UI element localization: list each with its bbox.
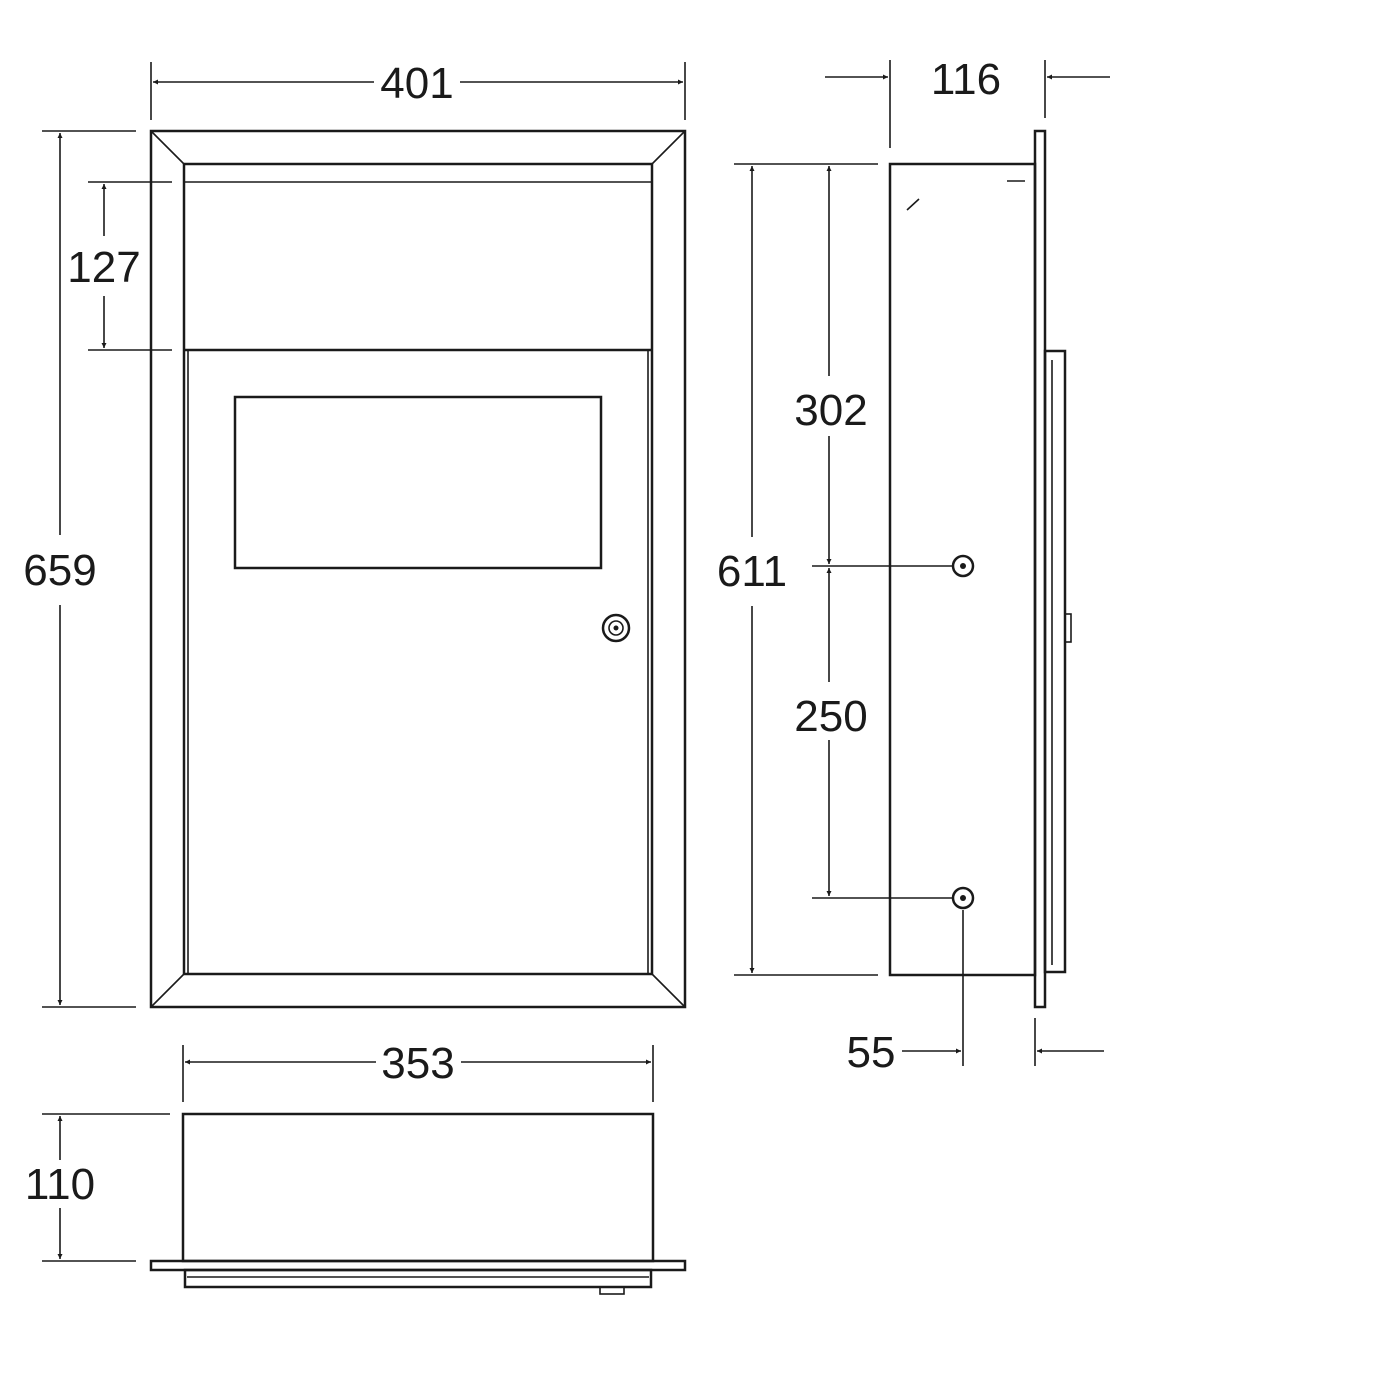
frame-bevel-bl: [150, 973, 185, 1008]
dim-label-659: 659: [23, 546, 96, 595]
dim-bottom-depth: 110: [25, 1113, 170, 1262]
front-outer-frame: [149, 129, 687, 1009]
mounting-hole-lower-icon: [951, 886, 975, 910]
bottom-view: 353 110: [25, 1039, 687, 1295]
dim-side-depth: 116: [825, 55, 1110, 148]
dim-label-116: 116: [931, 55, 1001, 104]
side-door-profile: [1043, 349, 1067, 974]
dim-mount-depth: 55: [847, 910, 1104, 1077]
door-window: [233, 395, 603, 570]
side-diag-mark: [906, 198, 920, 211]
dim-side-height: 611: [717, 163, 878, 976]
front-view: 401 659 127: [23, 59, 687, 1009]
bottom-lock-knob: [599, 1286, 625, 1295]
dim-label-353: 353: [381, 1039, 454, 1088]
bottom-door-profile: [183, 1268, 653, 1289]
dim-front-width: 401: [150, 59, 686, 120]
mounting-hole-upper-icon: [951, 554, 975, 578]
dim-front-height: 659: [23, 130, 136, 1008]
dim-label-110: 110: [25, 1160, 95, 1209]
dim-label-611: 611: [717, 547, 787, 596]
dim-top-opening: 127: [67, 181, 172, 351]
side-flange: [1033, 129, 1047, 1009]
side-lock-knob: [1064, 613, 1072, 643]
frame-bevel-tl: [150, 130, 185, 165]
bottom-body: [181, 1112, 655, 1263]
dim-label-401: 401: [380, 59, 453, 108]
front-inner-frame: [182, 162, 654, 976]
frame-bevel-br: [651, 973, 686, 1008]
frame-bevel-tr: [651, 130, 686, 165]
dim-mount-positions: 302 250: [794, 166, 952, 899]
dim-label-250: 250: [794, 692, 867, 741]
door-lock-icon: [601, 613, 631, 643]
bottom-flange: [149, 1259, 687, 1272]
dim-label-302: 302: [794, 386, 867, 435]
dim-body-width: 353: [182, 1039, 654, 1102]
dim-label-127: 127: [67, 243, 140, 292]
side-body: [888, 162, 1037, 977]
side-view: 116 611 302 250 55: [717, 55, 1110, 1077]
dim-label-55: 55: [847, 1028, 896, 1077]
